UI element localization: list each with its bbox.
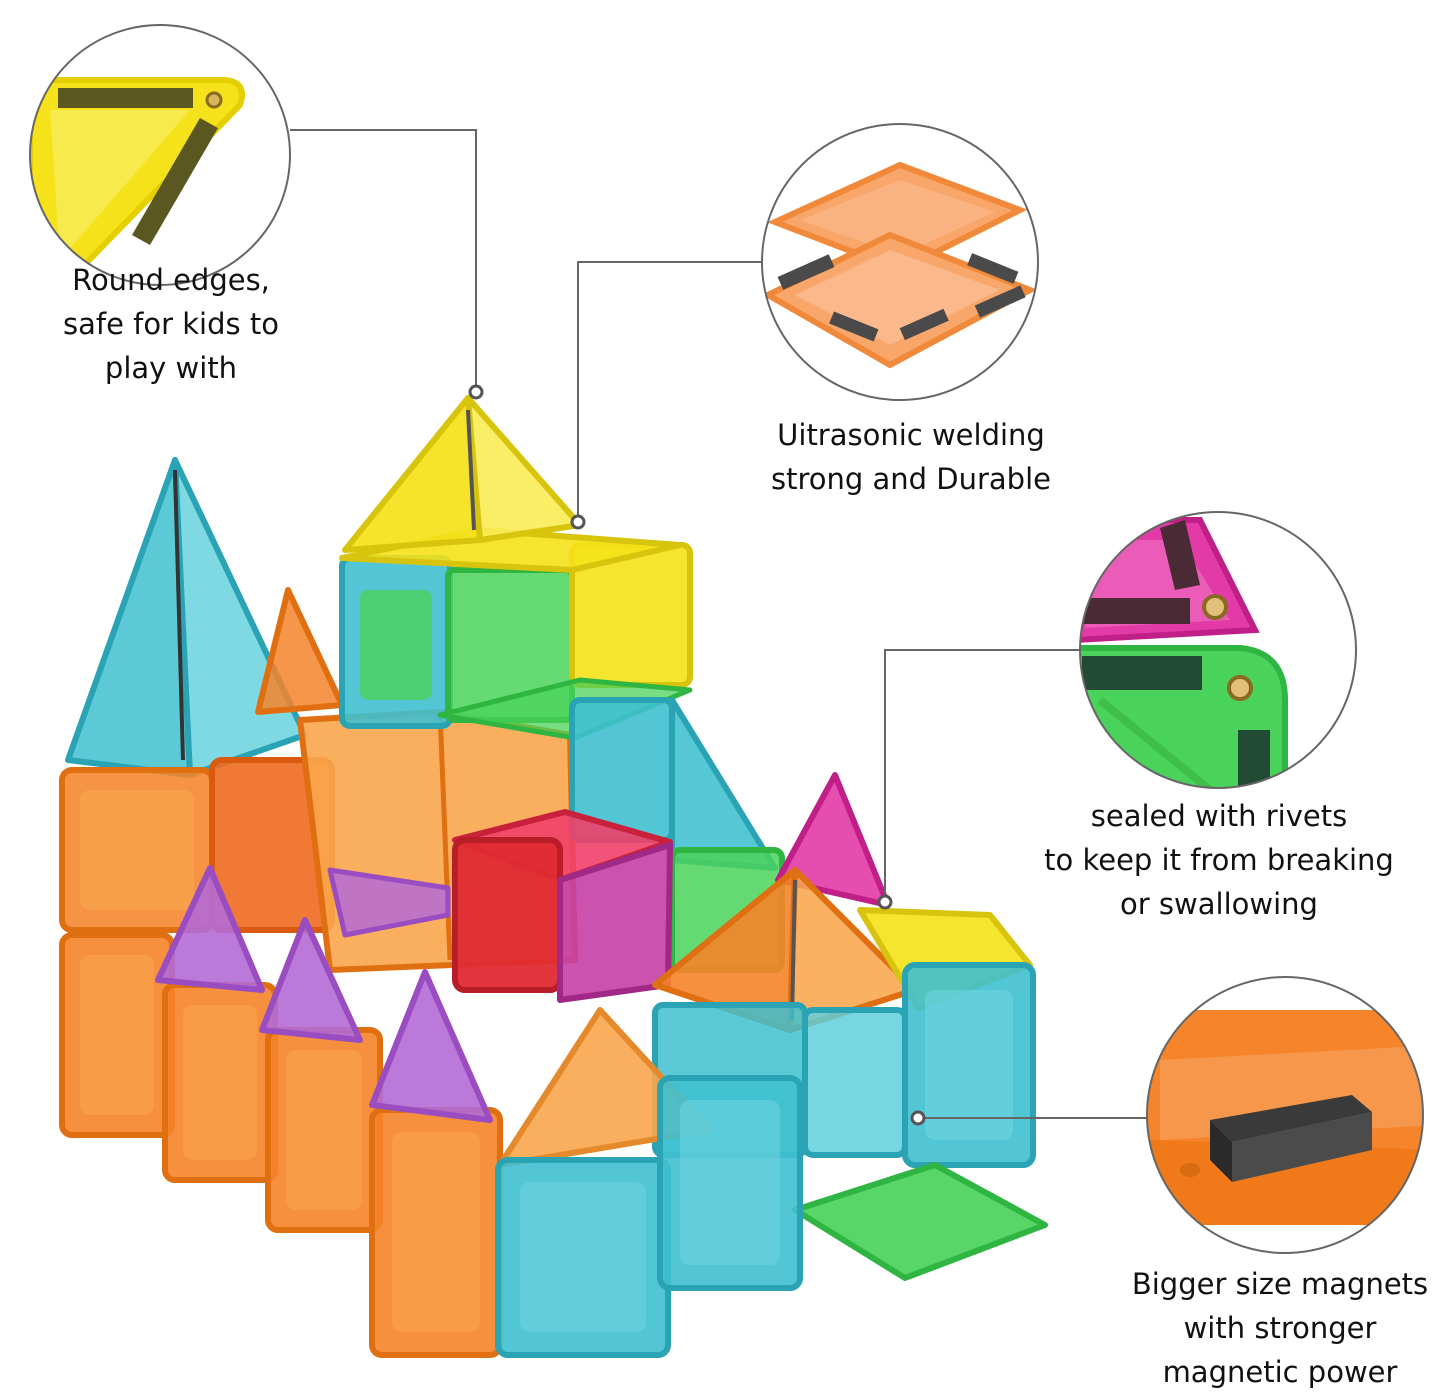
zoom-circle-magnets <box>1146 976 1424 1254</box>
caption-line: or swallowing <box>1120 887 1318 921</box>
caption-line: play with <box>104 351 238 385</box>
caption-line: safe for kids to <box>63 307 279 341</box>
upper-cube <box>339 527 693 741</box>
caption-line: Uitrasonic welding <box>777 418 1045 452</box>
teal-pyramid-tile <box>65 457 308 778</box>
zoom-circle-round-edges <box>29 24 291 286</box>
yellow-pyramid-tile <box>342 395 583 553</box>
magenta-triangle-tile <box>775 772 891 908</box>
red-cube <box>452 809 673 1003</box>
caption-magnets: Bigger size magnets with stronger magnet… <box>1120 1262 1438 1394</box>
caption-welding: Uitrasonic welding strong and Durable <box>736 413 1086 501</box>
caption-line: strong and Durable <box>770 462 1051 496</box>
orange-pyramid-tile <box>652 867 918 1033</box>
caption-line: Bigger size magnets <box>1131 1267 1429 1301</box>
teal-wall-front <box>495 1075 803 1358</box>
purple-triangle-tiles <box>155 865 493 1123</box>
caption-rivets: sealed with rivets to keep it from break… <box>1024 794 1414 926</box>
purple-square-tile <box>327 867 451 938</box>
caption-line: sealed with rivets <box>1090 799 1348 833</box>
zoom-circle-rivets <box>1079 511 1357 789</box>
orange-triangle-tile <box>255 587 345 715</box>
callout-anchor-dots <box>468 384 926 1126</box>
caption-line: Round edges, <box>72 263 270 297</box>
caption-line: magnetic power <box>1162 1355 1398 1389</box>
orange-wall-front <box>59 932 503 1358</box>
magnetic-tile-castle <box>59 395 1048 1358</box>
caption-line: with stronger <box>1183 1311 1377 1345</box>
caption-round-edges: Round edges, safe for kids to play with <box>16 258 326 390</box>
green-square-tile <box>792 1162 1048 1281</box>
zoom-circle-welding <box>761 123 1039 401</box>
callout-connectors <box>290 129 1148 1119</box>
caption-line: to keep it from breaking <box>1044 843 1394 877</box>
